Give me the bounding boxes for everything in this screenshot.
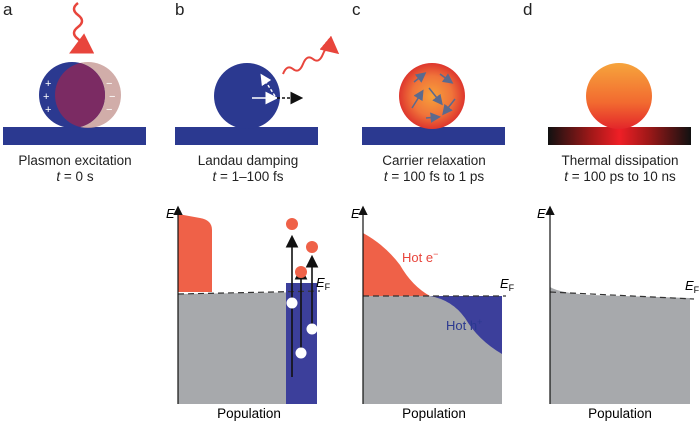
panel-c-illustration: [362, 63, 505, 145]
fermi-label-b: EF: [316, 275, 331, 292]
carrier-arrow: [425, 112, 441, 123]
y-axis-label-d: E: [537, 206, 546, 221]
x-axis-label-c: Population: [402, 406, 466, 421]
population-fill-c: [363, 296, 502, 404]
caption-a: Plasmon excitation t = 0 s: [0, 153, 160, 185]
population-fill-d: [550, 287, 690, 404]
substrate-bar-c: [362, 127, 505, 145]
carrier-arrow: [411, 89, 424, 109]
panel-letter-b: b: [175, 0, 185, 19]
panel-letter-c: c: [352, 0, 361, 19]
carrier-arrow: [442, 98, 456, 116]
hot-electron-dot: [295, 266, 307, 278]
caption-b-title: Landau damping: [197, 153, 299, 168]
caption-d-title: Thermal dissipation: [561, 153, 679, 168]
caption-a-time: t = 0 s: [56, 169, 94, 184]
warm-particle-d: [586, 63, 652, 129]
hot-particle-c: [399, 63, 465, 129]
panel-letter-d: d: [523, 0, 533, 19]
hot-hole-dot: [286, 297, 298, 309]
incoming-photon-arrow: [69, 2, 95, 54]
minus-charge: −: [109, 91, 115, 103]
particle-b: [214, 63, 280, 129]
energy-graph-d: E EF Population: [537, 205, 700, 421]
plus-charge: +: [45, 78, 51, 90]
caption-c-title: Carrier relaxation: [382, 153, 486, 168]
minus-charge: −: [106, 104, 112, 116]
plus-charge: +: [43, 91, 49, 103]
hot-electron-block-b: [178, 214, 212, 292]
panel-a-illustration: + + + − − −: [3, 2, 146, 145]
fermi-label-d: EF: [685, 278, 700, 295]
plus-charge: +: [45, 104, 51, 116]
caption-d: Thermal dissipation t = 100 ps to 10 ns: [535, 153, 700, 185]
hot-hole-region-c: [430, 296, 502, 354]
panel-b-illustration: [175, 35, 340, 145]
hot-electron-dot: [306, 241, 318, 253]
caption-c-time: t = 100 fs to 1 ps: [383, 169, 485, 184]
panel-d-illustration: [548, 63, 691, 145]
hot-electron-region-c: [363, 233, 430, 296]
minus-charge: −: [106, 78, 112, 90]
x-axis-label-b: Population: [217, 406, 281, 421]
y-axis-label-c: E: [351, 206, 360, 221]
hot-electron-dot: [286, 218, 298, 230]
carrier-arrow: [439, 73, 454, 84]
emitted-photon-arrow: [282, 35, 340, 75]
hot-hole-dot: [306, 323, 318, 335]
carrier-arrow: [428, 87, 443, 106]
fermi-level-d: [549, 291, 695, 300]
caption-c: Carrier relaxation t = 100 fs to 1 ps: [349, 153, 519, 185]
hot-hole-dot: [295, 347, 307, 359]
energy-graph-b: E EF Population: [166, 205, 331, 421]
panel-letter-a: a: [3, 0, 13, 19]
energy-graph-c: E Hot e− Hot h+ EF Population: [351, 205, 515, 421]
caption-a-title: Plasmon excitation: [18, 153, 132, 168]
substrate-bar-b: [175, 127, 318, 145]
reflected-momentum-arrow: [260, 73, 276, 97]
fermi-level-b: [177, 290, 321, 295]
fermi-label-c: EF: [500, 276, 515, 293]
substrate-bar-a: [3, 127, 146, 145]
hot-electron-label: Hot e−: [402, 249, 438, 265]
carrier-arrow: [413, 72, 427, 83]
population-fill-b: [178, 292, 317, 404]
caption-b: Landau damping t = 1–100 fs: [163, 153, 333, 185]
hot-hole-label: Hot h+: [446, 317, 482, 333]
y-axis-label-b: E: [166, 206, 175, 221]
heated-substrate-bar: [548, 127, 691, 145]
x-axis-label-d: Population: [588, 406, 652, 421]
caption-b-time: t = 1–100 fs: [212, 169, 284, 184]
caption-d-time: t = 100 ps to 10 ns: [564, 169, 676, 184]
